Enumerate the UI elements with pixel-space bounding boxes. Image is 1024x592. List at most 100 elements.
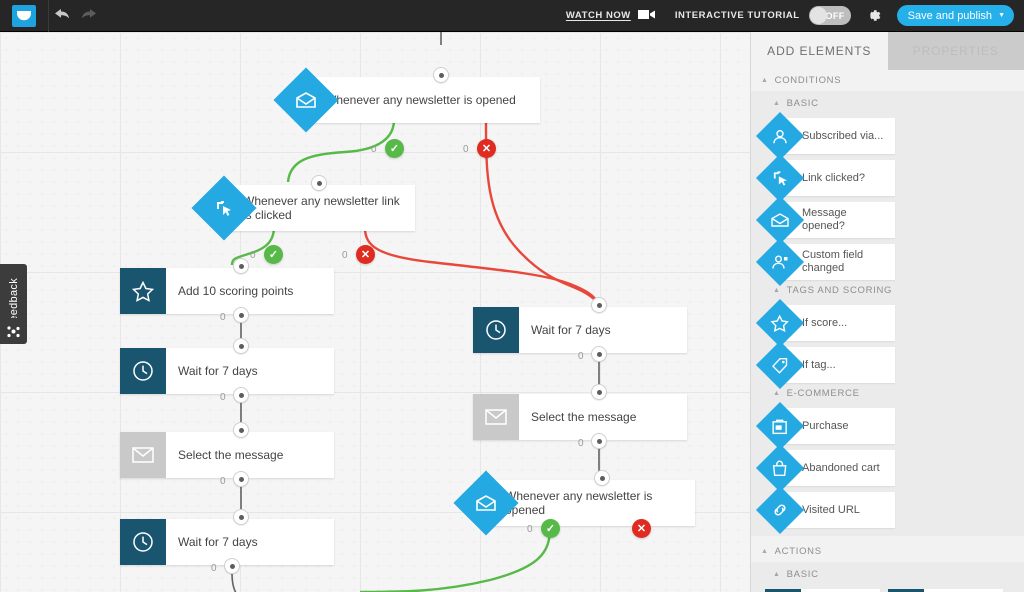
workflow-node[interactable]: Wait for 7 days bbox=[120, 348, 334, 394]
clock-icon bbox=[120, 348, 166, 394]
node-label: Whenever any newsletter link is clicked bbox=[243, 193, 400, 222]
element-message-opened[interactable]: Message opened? bbox=[755, 195, 895, 245]
element-if-tag[interactable]: If tag... bbox=[755, 340, 895, 390]
node-output-port[interactable] bbox=[233, 471, 249, 487]
element-label: If score... bbox=[802, 316, 848, 329]
element-label: Message opened? bbox=[802, 207, 847, 232]
node-input-port[interactable] bbox=[233, 258, 249, 274]
group-header-basic-actions[interactable]: ▲ BASIC bbox=[751, 564, 1024, 585]
elements-panel: ADD ELEMENTS PROPERTIES ▲ CONDITIONS ▲ B… bbox=[750, 32, 1024, 592]
port-count-label: 0 bbox=[578, 438, 584, 449]
node-input-port[interactable] bbox=[433, 67, 449, 83]
save-and-publish-button[interactable]: Save and publish ▼ bbox=[896, 5, 1014, 26]
workflow-node[interactable]: Wait for 7 days bbox=[473, 307, 687, 353]
workflow-canvas[interactable]: Whenever any newsletter is opened ✓ 0 ✕ … bbox=[0, 32, 752, 592]
save-and-publish-label: Save and publish bbox=[907, 9, 993, 22]
dots-cluster-icon[interactable] bbox=[0, 318, 27, 344]
chevron-up-icon: ▲ bbox=[761, 548, 769, 555]
toggle-knob bbox=[809, 7, 827, 24]
clock-icon bbox=[120, 519, 166, 565]
node-output-port[interactable] bbox=[591, 433, 607, 449]
group-title: BASIC bbox=[786, 569, 819, 580]
interactive-tutorial-toggle[interactable]: OFF bbox=[808, 6, 851, 25]
group-header-ecommerce[interactable]: ▲ E-COMMERCE bbox=[751, 383, 1024, 404]
toolbar-divider bbox=[48, 0, 49, 32]
tag-icon bbox=[755, 340, 805, 390]
group-title: E-COMMERCE bbox=[786, 388, 860, 399]
section-header-conditions[interactable]: ▲ CONDITIONS bbox=[751, 70, 1024, 91]
link-clicked-icon bbox=[755, 153, 805, 203]
chevron-up-icon: ▲ bbox=[773, 571, 781, 578]
workflow-node[interactable]: Whenever any newsletter is opened bbox=[453, 470, 695, 536]
port-count-label: 0 bbox=[371, 144, 377, 155]
envelope-logo-icon[interactable] bbox=[12, 4, 36, 27]
cross-circle-icon[interactable]: ✕ bbox=[632, 519, 651, 538]
node-label: Select the message bbox=[531, 409, 637, 424]
element-purchase[interactable]: Purchase bbox=[755, 401, 895, 451]
tab-add-elements[interactable]: ADD ELEMENTS bbox=[751, 32, 888, 70]
node-label: Select the message bbox=[178, 447, 284, 462]
purchase-bag-icon bbox=[755, 401, 805, 451]
node-input-port[interactable] bbox=[233, 509, 249, 525]
workflow-node[interactable]: Wait for 7 days bbox=[120, 519, 334, 565]
element-abandoned-cart[interactable]: Abandoned cart bbox=[755, 443, 895, 493]
check-circle-icon[interactable]: ✓ bbox=[264, 245, 283, 264]
watch-now-button[interactable]: WATCH NOW bbox=[566, 7, 655, 25]
node-output-port[interactable] bbox=[233, 307, 249, 323]
element-label: Link clicked? bbox=[802, 171, 865, 184]
node-input-port[interactable] bbox=[233, 422, 249, 438]
video-camera-icon bbox=[637, 7, 655, 25]
group-header-basic[interactable]: ▲ BASIC bbox=[751, 93, 1024, 114]
node-input-port[interactable] bbox=[311, 175, 327, 191]
workflow-node[interactable]: Select the message bbox=[120, 432, 334, 478]
open-envelope-icon bbox=[273, 67, 339, 133]
cross-circle-icon[interactable]: ✕ bbox=[356, 245, 375, 264]
node-label: Whenever any newsletter is opened bbox=[325, 92, 516, 107]
element-subscribed-via[interactable]: Subscribed via... bbox=[755, 111, 895, 161]
workflow-node[interactable]: Whenever any newsletter is opened bbox=[273, 67, 540, 133]
node-input-port[interactable] bbox=[591, 297, 607, 313]
element-send-message[interactable]: Send message bbox=[765, 589, 880, 592]
actions-group: ▲ BASIC Send message Copy to campaign bbox=[751, 562, 1024, 592]
element-grid: Send message Copy to campaign Move to ca… bbox=[751, 585, 1024, 592]
group-title: BASIC bbox=[786, 98, 819, 109]
cross-circle-icon[interactable]: ✕ bbox=[477, 139, 496, 158]
gear-icon[interactable] bbox=[865, 7, 883, 25]
element-if-score[interactable]: If score... bbox=[755, 298, 895, 348]
node-input-port[interactable] bbox=[594, 470, 610, 486]
workflow-node[interactable]: Whenever any newsletter link is clicked bbox=[191, 175, 415, 241]
element-label: Abandoned cart bbox=[802, 461, 880, 474]
toggle-state-label: OFF bbox=[825, 10, 845, 21]
port-count-label: 0 bbox=[220, 312, 226, 323]
section-title: ACTIONS bbox=[774, 546, 822, 557]
tab-properties[interactable]: PROPERTIES bbox=[887, 32, 1024, 70]
node-output-port[interactable] bbox=[233, 387, 249, 403]
element-custom-field-changed[interactable]: Custom field changed bbox=[755, 237, 895, 287]
watch-now-label: WATCH NOW bbox=[565, 10, 631, 21]
node-label: Add 10 scoring points bbox=[178, 283, 294, 298]
port-count-label: 0 bbox=[220, 476, 226, 487]
check-circle-icon[interactable]: ✓ bbox=[385, 139, 404, 158]
redo-arrow-icon[interactable] bbox=[75, 0, 101, 32]
element-visited-url[interactable]: Visited URL bbox=[755, 485, 895, 535]
group-header-tags-scoring[interactable]: ▲ TAGS AND SCORING bbox=[751, 280, 1024, 301]
node-label: Wait for 7 days bbox=[178, 534, 258, 549]
check-circle-icon[interactable]: ✓ bbox=[541, 519, 560, 538]
port-count-label: 0 bbox=[342, 250, 348, 261]
workflow-node[interactable]: Select the message bbox=[473, 394, 687, 440]
undo-arrow-icon[interactable] bbox=[49, 0, 75, 32]
element-copy-to-campaign[interactable]: Copy to campaign bbox=[888, 589, 1003, 592]
workflow-node[interactable]: Add 10 scoring points bbox=[120, 268, 334, 314]
node-output-port[interactable] bbox=[591, 346, 607, 362]
element-label: If tag... bbox=[802, 358, 836, 371]
node-input-port[interactable] bbox=[233, 338, 249, 354]
node-input-port[interactable] bbox=[591, 384, 607, 400]
element-label: Subscribed via... bbox=[802, 129, 884, 142]
section-title: CONDITIONS bbox=[774, 75, 842, 86]
node-output-port[interactable] bbox=[224, 558, 240, 574]
top-toolbar: WATCH NOW INTERACTIVE TUTORIAL OFF Save … bbox=[0, 0, 1024, 32]
element-link-clicked[interactable]: Link clicked? bbox=[755, 153, 895, 203]
section-header-actions[interactable]: ▲ ACTIONS bbox=[751, 541, 1024, 562]
chevron-up-icon: ▲ bbox=[773, 390, 781, 397]
